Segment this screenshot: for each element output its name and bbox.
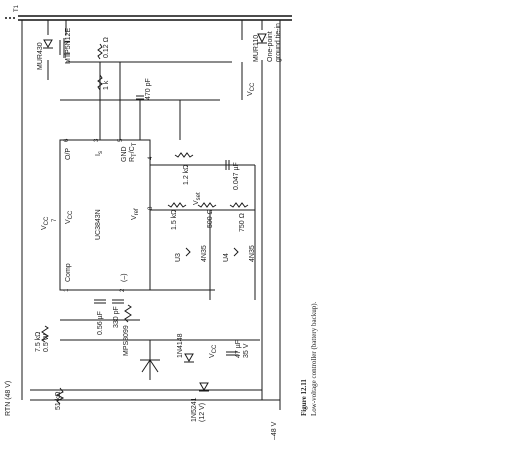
vcc-top-sub: CC — [250, 82, 256, 91]
one-point-text: One-point — [267, 31, 274, 62]
r500-label: 500 Ω — [207, 209, 214, 228]
c470-label: 470 pF — [145, 78, 152, 100]
d4148-label: 1N4148 — [177, 333, 184, 358]
pin1-label: 1 — [64, 288, 70, 292]
resistor-1k: 1 k — [97, 74, 110, 91]
pin2-label: 2 — [120, 288, 126, 292]
vcc-top-node: VCC — [247, 82, 256, 96]
diode-mur430: MUR430 — [37, 39, 53, 70]
r15k-label: 1.5 kΩ — [171, 210, 178, 230]
u3-part-label: 4N35 — [201, 245, 208, 262]
pin8-label: 8 — [148, 206, 154, 210]
compensation-network: 0.56 µF 330 pF — [94, 299, 132, 335]
r75k-w-label: 0.5 W — [43, 333, 50, 352]
svg-text:Vref: Vref — [131, 208, 140, 220]
neg48-label: –48 V — [271, 421, 278, 440]
q-label: MPS8099 — [123, 325, 130, 356]
mosfet-label: MTP5N12E — [65, 27, 72, 64]
zener-label: 1N5241 — [191, 397, 198, 422]
is-i: I — [95, 154, 102, 156]
mur430-label: MUR430 — [37, 42, 44, 70]
rt-sub: T — [132, 153, 138, 157]
r51k-label: 51 kΩ — [55, 392, 62, 410]
vcc-ext-sub: CC — [44, 216, 50, 225]
u3-label: U3 — [175, 253, 182, 262]
pin5-label: 5 — [118, 138, 124, 142]
svg-text:VCC: VCC — [247, 82, 256, 96]
gnd-label: GND — [121, 146, 128, 162]
r12k-label: 1.2 kΩ — [183, 165, 190, 185]
vref-sub: ref — [134, 208, 140, 215]
ic-body — [59, 139, 151, 291]
vcc-ext-v: V — [41, 225, 48, 230]
r1k-label: 1 k — [103, 80, 110, 90]
vcc-out-v: V — [209, 353, 216, 358]
r750-label: 750 Ω — [239, 213, 246, 232]
svg-text:VCC: VCC — [65, 210, 74, 224]
r75k-label: 7.5 kΩ — [35, 332, 42, 352]
ct-sub: T — [132, 142, 138, 146]
pin3-label: 3 — [94, 138, 100, 142]
vcc-int-v: V — [65, 219, 72, 224]
pin6-label: 6 — [64, 138, 70, 142]
u4-part-label: 4N35 — [249, 245, 256, 262]
one-point-ground-label: One-point ground tie-in — [267, 23, 282, 62]
resistor-0-12-ohm: 0.12 Ω — [97, 37, 110, 60]
c330-label: 330 pF — [113, 306, 120, 328]
figure-number: Figure 12.11 — [300, 379, 308, 416]
vcc-int-sub: CC — [68, 210, 74, 219]
c056-label: 0.56 µF — [97, 311, 104, 335]
svg-text:VCC: VCC — [209, 344, 218, 358]
comp-label: Comp — [65, 263, 72, 282]
pin7-label: 7 — [52, 218, 58, 222]
r012-label: 0.12 Ω — [103, 37, 110, 58]
right-network: 1.2 kΩ 0.047 µF 1.5 kΩ Vset 500 Ω 750 Ω … — [167, 152, 256, 262]
u4-label: U4 — [223, 253, 230, 262]
vcc-out-sub: CC — [212, 344, 218, 353]
svg-text:RT/CT: RT/CT — [129, 142, 138, 162]
capacitor-470pf: 470 pF — [136, 78, 152, 100]
svg-text:VCC: VCC — [41, 216, 50, 230]
svg-text:Is: Is — [95, 151, 104, 156]
c047-label: 0.047 µF — [233, 162, 240, 190]
rt-r: R — [129, 157, 136, 162]
rtn-label: RTN (48 V) — [5, 381, 12, 416]
ct-c: /C — [129, 146, 136, 153]
figure-caption: Figure 12.11 Low-voltage controller (bat… — [300, 301, 318, 416]
vset-v: V — [193, 200, 200, 205]
t1-label: T1 — [14, 4, 20, 12]
op-label: O/P — [65, 148, 72, 160]
diode-mur110: MUR110 — [253, 33, 267, 62]
transformer-t1: T1 — [5, 4, 20, 19]
mur110-label: MUR110 — [253, 35, 260, 62]
minus-label: (–) — [121, 273, 128, 282]
c47-v-label: 35 V — [243, 343, 250, 358]
vcc-top-v: V — [247, 91, 254, 96]
c47-label: 47 µF — [235, 340, 242, 358]
is-sub: s — [98, 151, 104, 154]
ic-uc3843n: UC3843N VCC 7 VCC O/P 6 Is 3 GND RT/CT 5… — [41, 138, 154, 292]
mosfet-mtp5n12e: MTP5N12E — [59, 27, 72, 64]
pin4-label: 4 — [148, 156, 154, 160]
figure-caption-text: Low-voltage controller (battery backup). — [310, 301, 318, 416]
bottom-network: RTN (48 V) 7.5 kΩ 0.5 W MPS8099 1N4148 V… — [5, 325, 278, 440]
svg-text:Vset: Vset — [193, 192, 202, 205]
ic-name: UC3843N — [95, 209, 102, 240]
ground-tie-text: ground tie-in — [275, 23, 282, 62]
vset-sub: set — [196, 192, 202, 200]
vref-v: V — [131, 215, 138, 220]
wiring — [18, 15, 292, 410]
zener-v-label: (12 V) — [199, 403, 206, 422]
